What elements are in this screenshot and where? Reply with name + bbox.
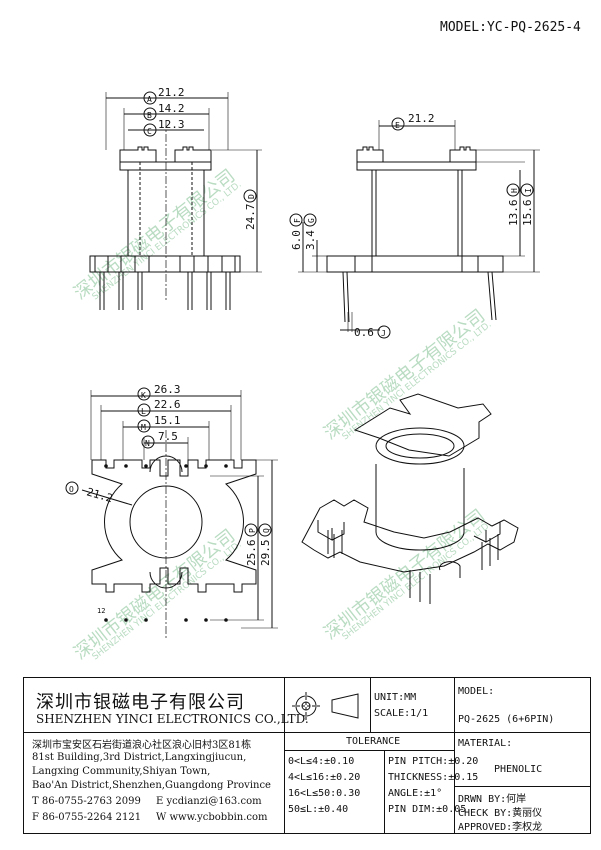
dim-n: 7.5 — [158, 430, 178, 443]
dim-letter-f: F — [293, 218, 302, 223]
watermark-en-1: SHENZHEN YINCI ELECTRONICS CO., LTD. — [91, 180, 244, 303]
fax: F 86-0755-2264 2121 — [32, 812, 142, 823]
front-view: A 21.2 B 14.2 C 12.3 24.7 D — [89, 86, 262, 310]
dim-letter-n: N — [145, 439, 150, 448]
dim-letter-k: K — [141, 391, 146, 400]
scale: SCALE:1/1 — [374, 708, 429, 719]
address-line-1: 深圳市宝安区石岩街道浪心社区浪心旧村3区81栋 — [32, 740, 252, 751]
dim-letter-m: M — [141, 423, 146, 432]
dim-letter-p: P — [248, 528, 257, 533]
email: E ycdianzi@163.com — [156, 796, 262, 807]
website: W www.ycbobbin.com — [156, 812, 268, 823]
dim-c: 12.3 — [158, 118, 185, 131]
tolerance-row-3: 16<L≤50:0.30 — [288, 788, 361, 799]
dim-i: 15.6 — [521, 200, 534, 227]
dim-letter-e: E — [395, 121, 400, 130]
pin-pitch: PIN PITCH:±0.20 — [388, 756, 479, 767]
address-line-4: Bao'An District,Shenzhen,Guangdong Provi… — [32, 780, 271, 791]
dim-letter-b: B — [147, 111, 152, 120]
material-label: MATERIAL: — [458, 738, 513, 749]
tolerance-row-1: 0<L≤4:±0.10 — [288, 756, 355, 767]
dim-letter-h: H — [510, 188, 519, 193]
dim-letter-a: A — [147, 95, 152, 104]
watermark-cn-3: 深圳市银磁电子有限公司 — [70, 525, 239, 663]
pin-holes — [104, 464, 228, 622]
dim-k: 26.3 — [154, 383, 181, 396]
dim-m: 15.1 — [154, 414, 181, 427]
projection-symbol — [292, 692, 359, 720]
checked-by: CHECK BY:黄丽仪 — [458, 808, 543, 819]
dim-p: 25.6 — [245, 540, 258, 567]
material-value: PHENOLIC — [494, 764, 543, 775]
dim-j: 0.6 — [354, 326, 374, 339]
dim-l: 22.6 — [154, 398, 181, 411]
address-line-2: 81st Building,3rd District,Langxingjiucu… — [32, 752, 247, 763]
dim-letter-c: C — [147, 127, 152, 136]
dim-letter-q: Q — [262, 528, 271, 533]
tolerance-row-2: 4<L≤16:±0.20 — [288, 772, 361, 783]
telephone: T 86-0755-2763 2099 — [32, 796, 141, 807]
dim-b: 14.2 — [158, 102, 185, 115]
dim-letter-g: G — [307, 218, 316, 223]
drawn-by: DRWN BY:何岸 — [458, 794, 527, 805]
title-block: 深圳市银磁电子有限公司 SHENZHEN YINCI ELECTRONICS C… — [23, 677, 591, 834]
small-label: 12 — [97, 607, 105, 615]
dim-letter-l: L — [141, 407, 146, 416]
pin-dim: PIN DIM:±0.05 — [388, 804, 467, 815]
dim-o: 21.2 — [85, 485, 114, 505]
address-line-3: Langxing Community,Shiyan Town, — [32, 766, 211, 777]
dim-letter-i: I — [524, 188, 533, 193]
model-label: MODEL: — [458, 686, 495, 697]
thickness: THICKNESS:±0.15 — [388, 772, 479, 783]
dim-q: 29.5 — [259, 540, 272, 567]
company-name-cn: 深圳市银磁电子有限公司 — [36, 692, 245, 713]
dim-f: 6.0 — [290, 230, 303, 250]
dim-e: 21.2 — [408, 112, 435, 125]
isometric-view — [301, 393, 519, 604]
dim-letter-d: D — [247, 194, 256, 199]
bottom-view: K 26.3 L 22.6 M 15.1 N 7.5 O 21.2 25.6 P… — [65, 383, 278, 640]
angle: ANGLE:±1° — [388, 788, 443, 799]
model-number: MODEL:YC-PQ-2625-4 — [440, 20, 581, 35]
model-value: PQ-2625 (6+6PIN) — [458, 714, 555, 725]
side-view: E 21.2 6.0 F 3.4 G 13.6 H 15.6 I — [289, 112, 540, 339]
watermark-cn-1: 深圳市银磁电子有限公司 — [70, 165, 239, 303]
tolerance-title: TOLERANCE — [346, 736, 401, 747]
company-name-en: SHENZHEN YINCI ELECTRONICS CO.,LTD. — [36, 712, 309, 726]
watermark-cn-2: 深圳市银磁电子有限公司 — [320, 305, 489, 443]
dim-h: 13.6 — [507, 200, 520, 227]
approved-by: APPROVED:李权龙 — [458, 822, 543, 833]
tolerance-row-4: 50≤L:±0.40 — [288, 804, 349, 815]
dim-a: 21.2 — [158, 86, 185, 99]
dim-letter-o: O — [69, 485, 74, 494]
dim-d: 24.7 — [244, 204, 257, 231]
dim-g: 3.4 — [304, 230, 317, 250]
unit: UNIT:MM — [374, 692, 417, 703]
watermark-en-4: SHENZHEN YINCI ELECTRONICS CO., LTD. — [341, 520, 494, 643]
dim-letter-j: J — [381, 329, 386, 338]
